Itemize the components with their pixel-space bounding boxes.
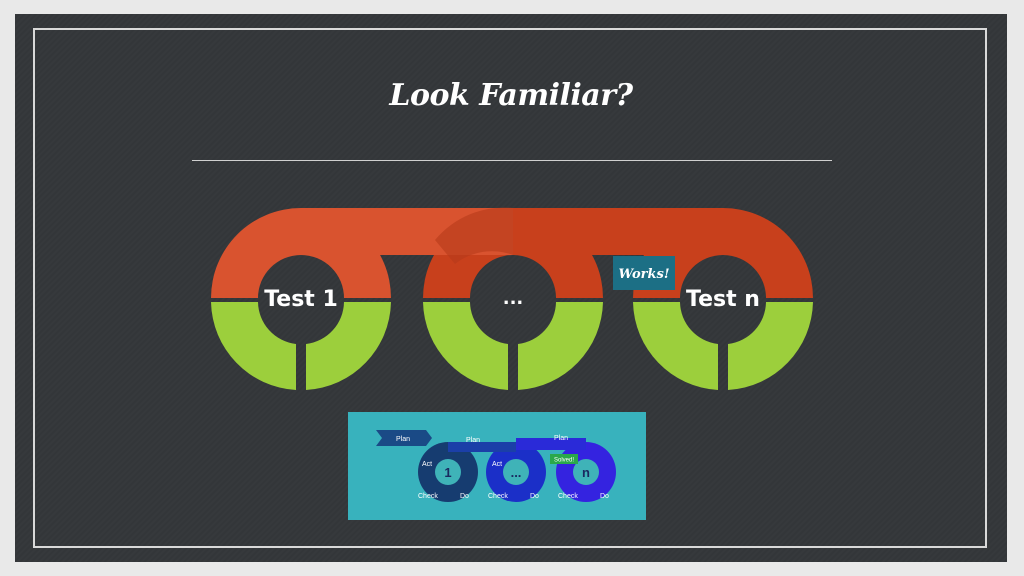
- svg-text:Plan: Plan: [466, 437, 480, 444]
- svg-text:Do: Do: [530, 493, 539, 500]
- cycle-2-bottom-right: [518, 302, 603, 390]
- cycle-label-middle: ...: [503, 288, 524, 309]
- title-divider: [192, 160, 832, 161]
- connector-band-2: [513, 208, 723, 255]
- works-callout-text: Works!: [618, 267, 669, 282]
- svg-text:Do: Do: [460, 493, 469, 500]
- svg-text:Act: Act: [492, 461, 502, 468]
- slide-frame: [33, 28, 987, 548]
- connector-shadow: [435, 207, 513, 264]
- cycle-1-bottom-right: [306, 302, 391, 390]
- cycle-label-test-1: Test 1: [264, 287, 338, 312]
- pdca-thumbnail: Plan Plan Plan Act Act Check Check Check…: [348, 412, 646, 520]
- svg-text:Plan: Plan: [554, 435, 568, 442]
- slide-title: Look Familiar?: [389, 78, 633, 113]
- svg-text:Do: Do: [600, 493, 609, 500]
- thumb-center-2: ...: [511, 465, 522, 480]
- cycle-1-bottom-left: [211, 302, 296, 390]
- svg-text:Check: Check: [418, 493, 438, 500]
- svg-text:Check: Check: [488, 493, 508, 500]
- cycle-2-bottom-left: [423, 302, 508, 390]
- svg-text:Solved!: Solved!: [554, 458, 574, 464]
- works-callout: [613, 256, 675, 290]
- thumb-center-n: n: [582, 465, 590, 480]
- cycle-3-bottom-right: [728, 302, 813, 390]
- svg-text:Act: Act: [422, 461, 432, 468]
- thumb-solved-badge: [550, 454, 578, 464]
- thumb-center-1: 1: [444, 465, 451, 480]
- slide: Look Familiar? Test 1 ... Test n: [15, 14, 1007, 562]
- cycle-diagram: Test 1 ... Test n Works!: [211, 207, 813, 390]
- svg-text:Check: Check: [558, 493, 578, 500]
- cycle-label-test-n: Test n: [686, 287, 760, 312]
- thumb-plan-1: Plan: [396, 436, 410, 443]
- cycle-3-bottom-left: [633, 302, 718, 390]
- thumb-plan-banner: [376, 430, 432, 446]
